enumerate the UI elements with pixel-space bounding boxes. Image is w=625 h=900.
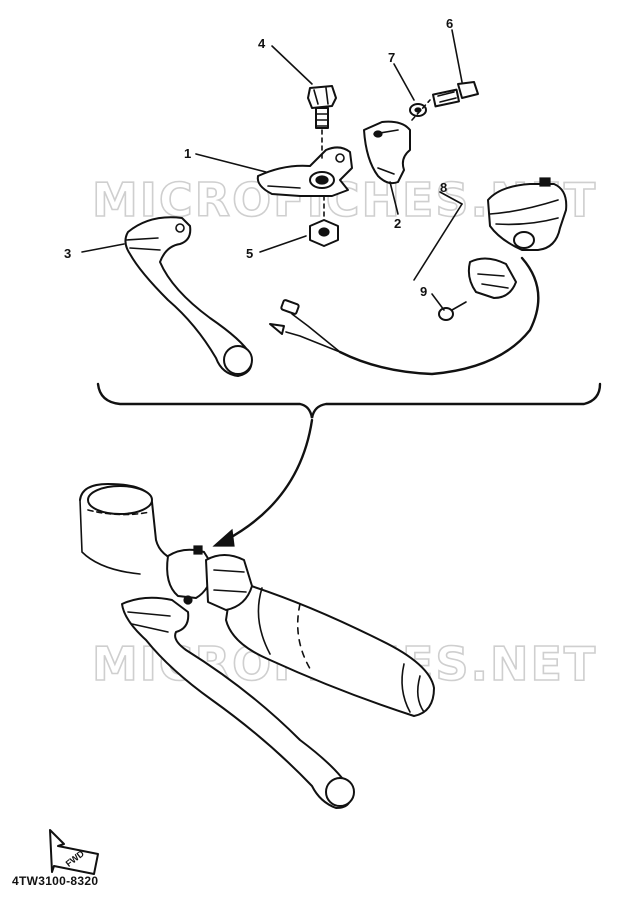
callout-numbers: 1 2 3 4 5 6 7 8 9 (64, 16, 453, 299)
part-switch (467, 177, 568, 299)
part-clamp (363, 120, 411, 185)
callout-leaders (81, 29, 463, 311)
diagram-code: 4TW3100-8320 (12, 874, 99, 888)
assembled-lever (121, 596, 355, 809)
fwd-arrow-icon: FWD (49, 829, 99, 875)
assembled-handlebar (79, 483, 181, 575)
part-lever (124, 216, 253, 377)
assembled-grip (225, 579, 435, 717)
part-washer (409, 103, 427, 117)
part-pivot-bolt (307, 85, 337, 129)
part-bolt (432, 81, 479, 108)
assembly-arrow (212, 418, 314, 547)
callout-1: 1 (184, 146, 191, 161)
part-bracket (256, 146, 353, 197)
leader-dashed-lines (321, 99, 431, 221)
callout-6: 6 (446, 16, 453, 31)
callout-5: 5 (246, 246, 253, 261)
callout-8: 8 (440, 180, 447, 195)
part-wire-harness (269, 256, 540, 376)
part-screw (438, 301, 467, 321)
callout-2: 2 (394, 216, 401, 231)
callout-7: 7 (388, 50, 395, 65)
callout-3: 3 (64, 246, 71, 261)
part-nut (309, 219, 339, 247)
callout-9: 9 (420, 284, 427, 299)
callout-4: 4 (258, 36, 266, 51)
assembled-perch (166, 545, 253, 611)
view-brace (96, 382, 602, 419)
